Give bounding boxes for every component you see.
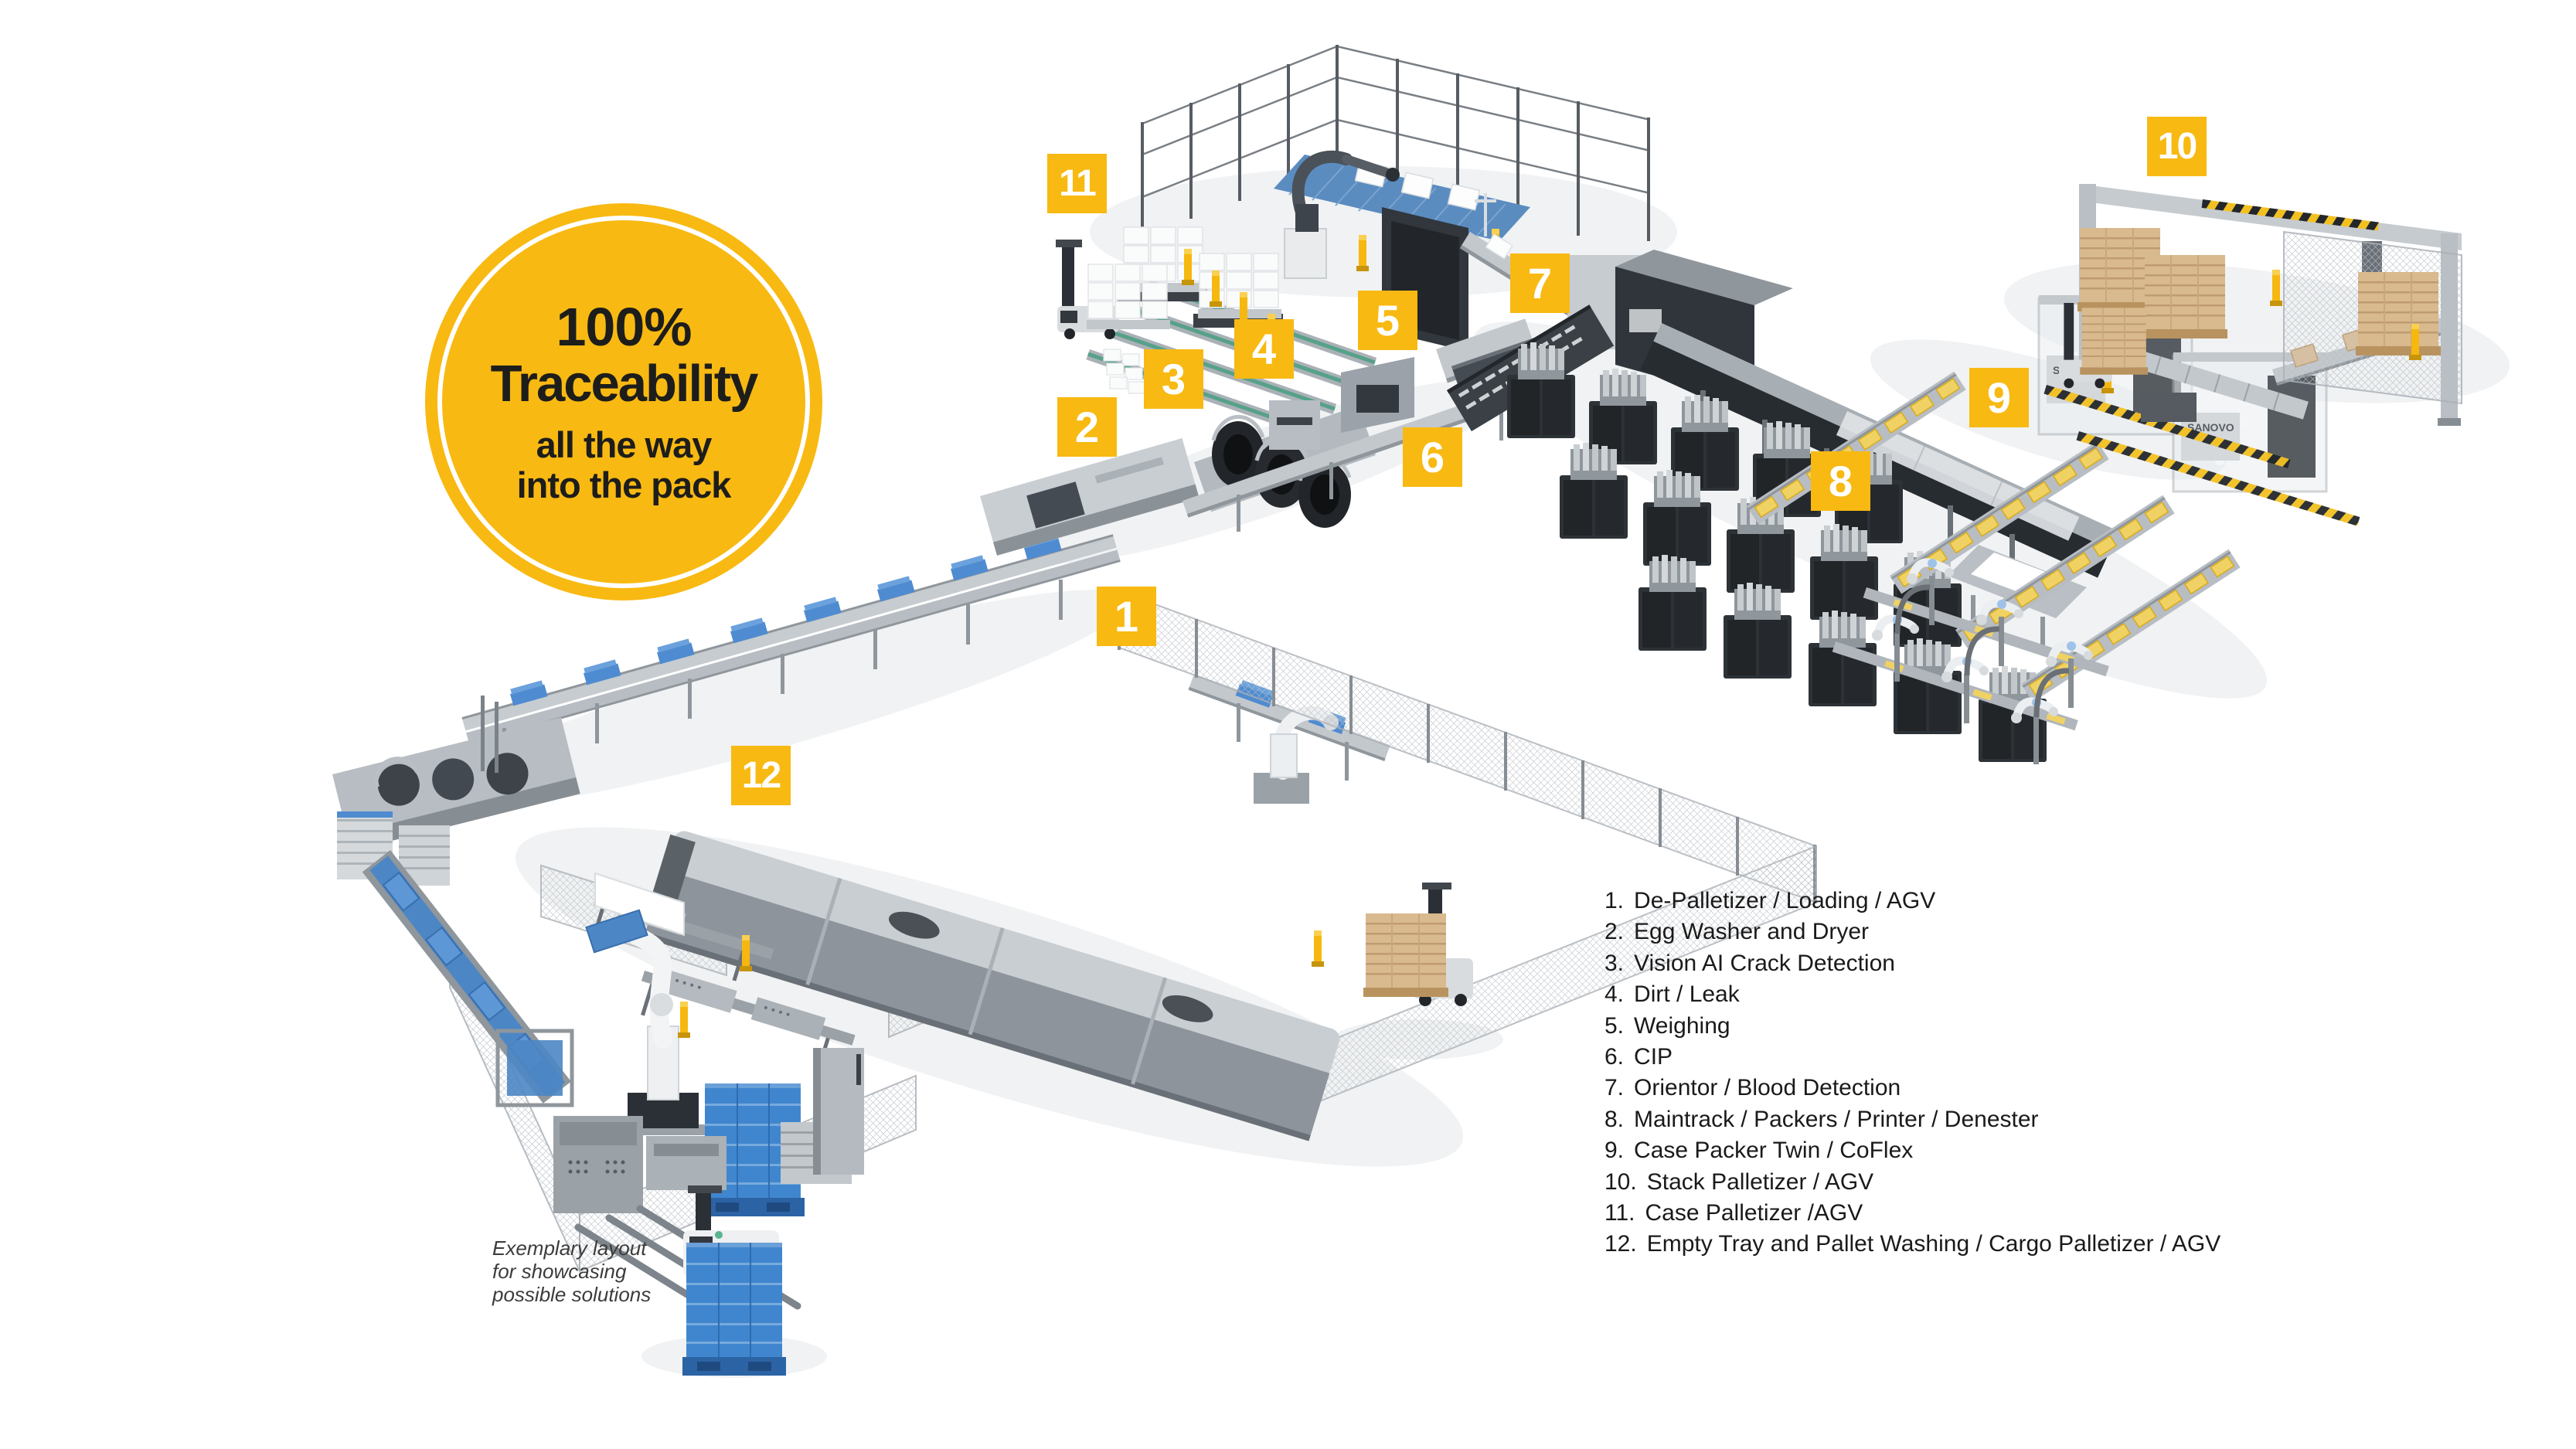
legend-item-11: 11. Case Palletizer /AGV bbox=[1604, 1198, 2220, 1229]
legend-label: Weighing bbox=[1634, 1012, 1730, 1039]
traceability-badge: 100% Traceability all the way into the p… bbox=[425, 203, 822, 600]
case-palletizer-cell bbox=[1056, 45, 1651, 438]
legend-item-1: 1. De-Palletizer / Loading / AGV bbox=[1604, 886, 2220, 917]
legend-label: Dirt / Leak bbox=[1634, 981, 1740, 1008]
legend-label: Empty Tray and Pallet Washing / Cargo Pa… bbox=[1646, 1231, 2221, 1257]
legend-item-3: 3. Vision AI Crack Detection bbox=[1604, 948, 2220, 979]
marker-2: 2 bbox=[1057, 397, 1117, 457]
marker-5: 5 bbox=[1358, 291, 1417, 350]
legend-num: 2. bbox=[1604, 919, 1625, 945]
legend-num: 5. bbox=[1604, 1012, 1625, 1039]
cargo-palletizer-robot bbox=[585, 909, 708, 1135]
legend-num: 9. bbox=[1604, 1138, 1625, 1164]
case-agv bbox=[1056, 240, 1171, 339]
legend-item-8: 8. Maintrack / Packers / Printer / Denest… bbox=[1604, 1104, 2220, 1135]
legend-label: Orientor / Blood Detection bbox=[1634, 1075, 1901, 1101]
legend-item-12: 12. Empty Tray and Pallet Washing / Cargo… bbox=[1604, 1229, 2220, 1260]
marker-8: 8 bbox=[1811, 451, 1870, 511]
marker-1: 1 bbox=[1097, 587, 1156, 646]
legend-label: Case Palletizer /AGV bbox=[1645, 1200, 1863, 1226]
legend-num: 6. bbox=[1604, 1044, 1625, 1070]
marker-12: 12 bbox=[731, 746, 791, 805]
legend-num: 11. bbox=[1604, 1200, 1635, 1226]
case-agv-tan bbox=[1363, 883, 1473, 1006]
stack-palletizer bbox=[2043, 184, 2462, 526]
washer-inspection-line bbox=[980, 295, 1662, 556]
legend-num: 10. bbox=[1604, 1168, 1637, 1195]
badge-subline-2: into the pack bbox=[516, 464, 732, 505]
egg-supply-line bbox=[461, 533, 1390, 804]
legend-num: 12. bbox=[1604, 1231, 1637, 1257]
legend-item-6: 6. CIP bbox=[1604, 1042, 2220, 1073]
legend-label: De-Palletizer / Loading / AGV bbox=[1634, 888, 1936, 913]
washing-cell bbox=[332, 696, 1340, 1328]
marker-11: 11 bbox=[1047, 154, 1107, 213]
marker-9: 9 bbox=[1969, 368, 2029, 427]
legend-item-5: 5. Weighing bbox=[1604, 1011, 2220, 1042]
legend-item-7: 7. Orientor / Blood Detection bbox=[1604, 1073, 2220, 1104]
legend-label: CIP bbox=[1634, 1044, 1673, 1070]
marker-4: 4 bbox=[1234, 319, 1294, 379]
footnote: Exemplary layout for showcasing possible… bbox=[492, 1236, 651, 1306]
legend-label: Case Packer Twin / CoFlex bbox=[1634, 1138, 1914, 1164]
legend-label: Egg Washer and Dryer bbox=[1634, 919, 1870, 945]
legend-item-4: 4. Dirt / Leak bbox=[1604, 979, 2220, 1010]
legend-num: 1. bbox=[1604, 888, 1625, 913]
legend-item-10: 10. Stack Palletizer / AGV bbox=[1604, 1167, 2220, 1198]
cargo-agv-blue bbox=[682, 1185, 786, 1376]
legend-label: Stack Palletizer / AGV bbox=[1646, 1168, 1874, 1195]
legend-num: 3. bbox=[1604, 950, 1625, 976]
marker-10: 10 bbox=[2147, 117, 2207, 176]
legend-list: 1. De-Palletizer / Loading / AGV 2. Egg Wa… bbox=[1604, 886, 2220, 1260]
footnote-line-2: for showcasing bbox=[492, 1260, 627, 1283]
badge-headline: 100% bbox=[556, 297, 692, 357]
machine-brand-label: SANOVO bbox=[2187, 421, 2234, 434]
legend-item-9: 9. Case Packer Twin / CoFlex bbox=[1604, 1135, 2220, 1166]
legend-num: 4. bbox=[1604, 981, 1625, 1008]
legend-num: 8. bbox=[1604, 1106, 1625, 1132]
legend-item-2: 2. Egg Washer and Dryer bbox=[1604, 917, 2220, 947]
marker-3: 3 bbox=[1144, 349, 1203, 409]
footnote-line-1: Exemplary layout bbox=[492, 1236, 647, 1260]
marker-6: 6 bbox=[1403, 427, 1462, 487]
badge-subline-1: all the way bbox=[536, 424, 713, 465]
marker-7: 7 bbox=[1510, 253, 1570, 313]
footnote-line-3: possible solutions bbox=[492, 1283, 652, 1306]
legend-num: 7. bbox=[1604, 1075, 1625, 1101]
badge-title: Traceability bbox=[490, 355, 759, 413]
legend-label: Vision AI Crack Detection bbox=[1634, 950, 1895, 976]
legend-label: Maintrack / Packers / Printer / Denester bbox=[1634, 1106, 2039, 1132]
tray-agv bbox=[2059, 303, 2149, 389]
